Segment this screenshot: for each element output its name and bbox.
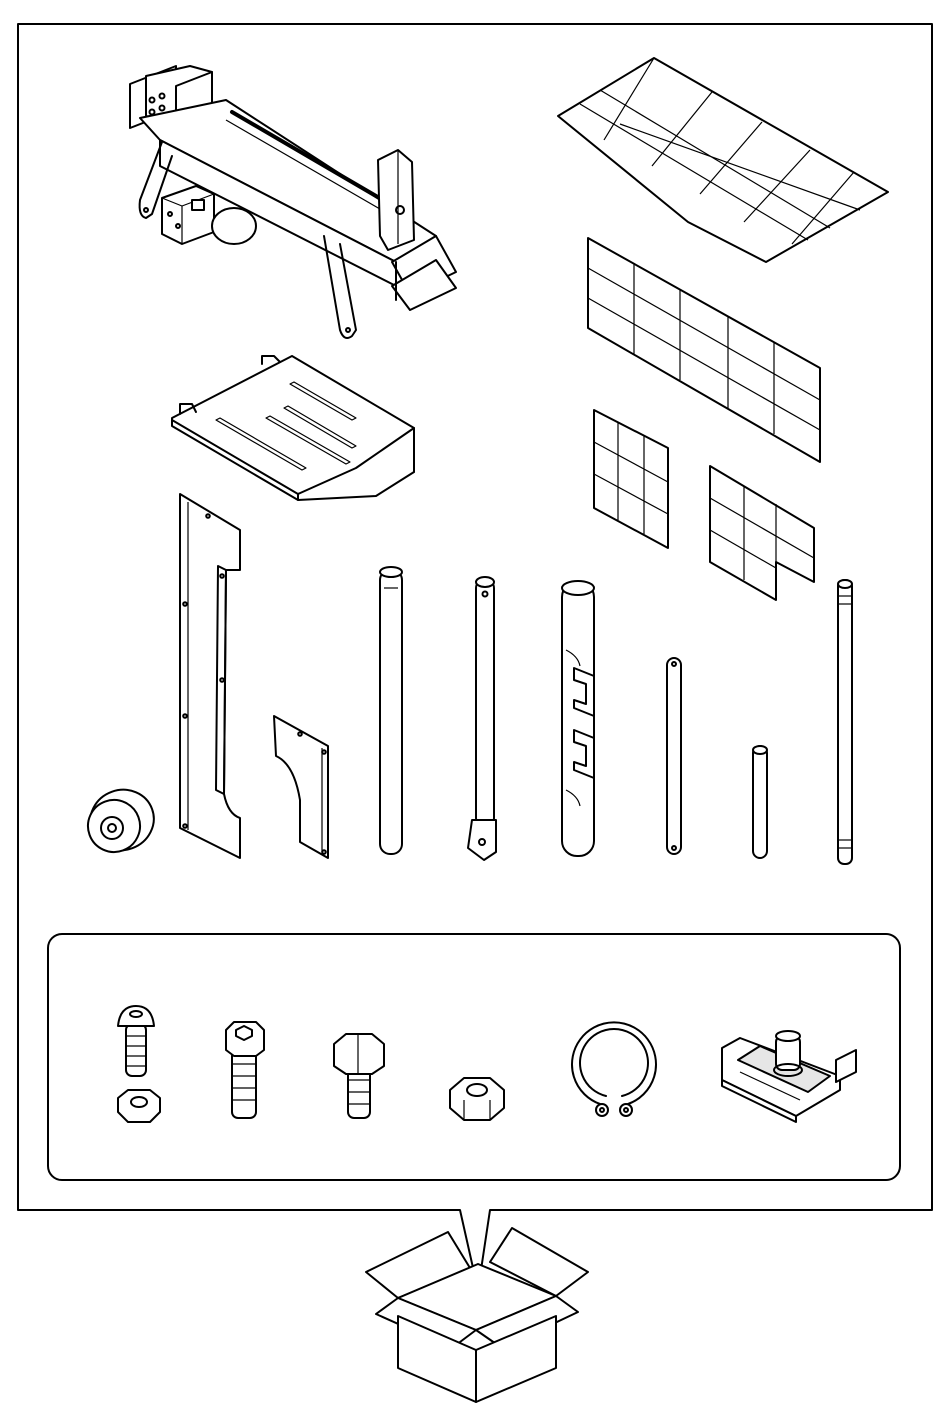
- nut-icon: [450, 1078, 504, 1120]
- wheel-icon: [81, 781, 163, 859]
- rod-icon: [667, 658, 681, 854]
- axle-icon: [838, 580, 852, 864]
- handle-tube-icon: [562, 581, 594, 856]
- nut-icon: [118, 1090, 160, 1122]
- bolt-icon: [226, 1022, 264, 1118]
- log-splitter-body-icon: [130, 66, 456, 338]
- bolt-icon: [334, 1034, 384, 1118]
- grid-panel-icon: [710, 466, 814, 600]
- bracket-icon: [722, 1031, 856, 1122]
- grid-panel-icon: [594, 410, 668, 548]
- tray-icon: [172, 356, 414, 500]
- plate-icon: [180, 494, 240, 858]
- open-box-icon: [366, 1228, 588, 1402]
- tube-icon: [380, 567, 402, 854]
- rod-icon: [753, 746, 767, 858]
- plate-icon: [274, 716, 328, 858]
- tube-icon: [468, 577, 496, 860]
- grid-sheet-icon: [558, 58, 888, 262]
- bolt-icon: [118, 1006, 154, 1076]
- circlip-icon: [572, 1022, 656, 1116]
